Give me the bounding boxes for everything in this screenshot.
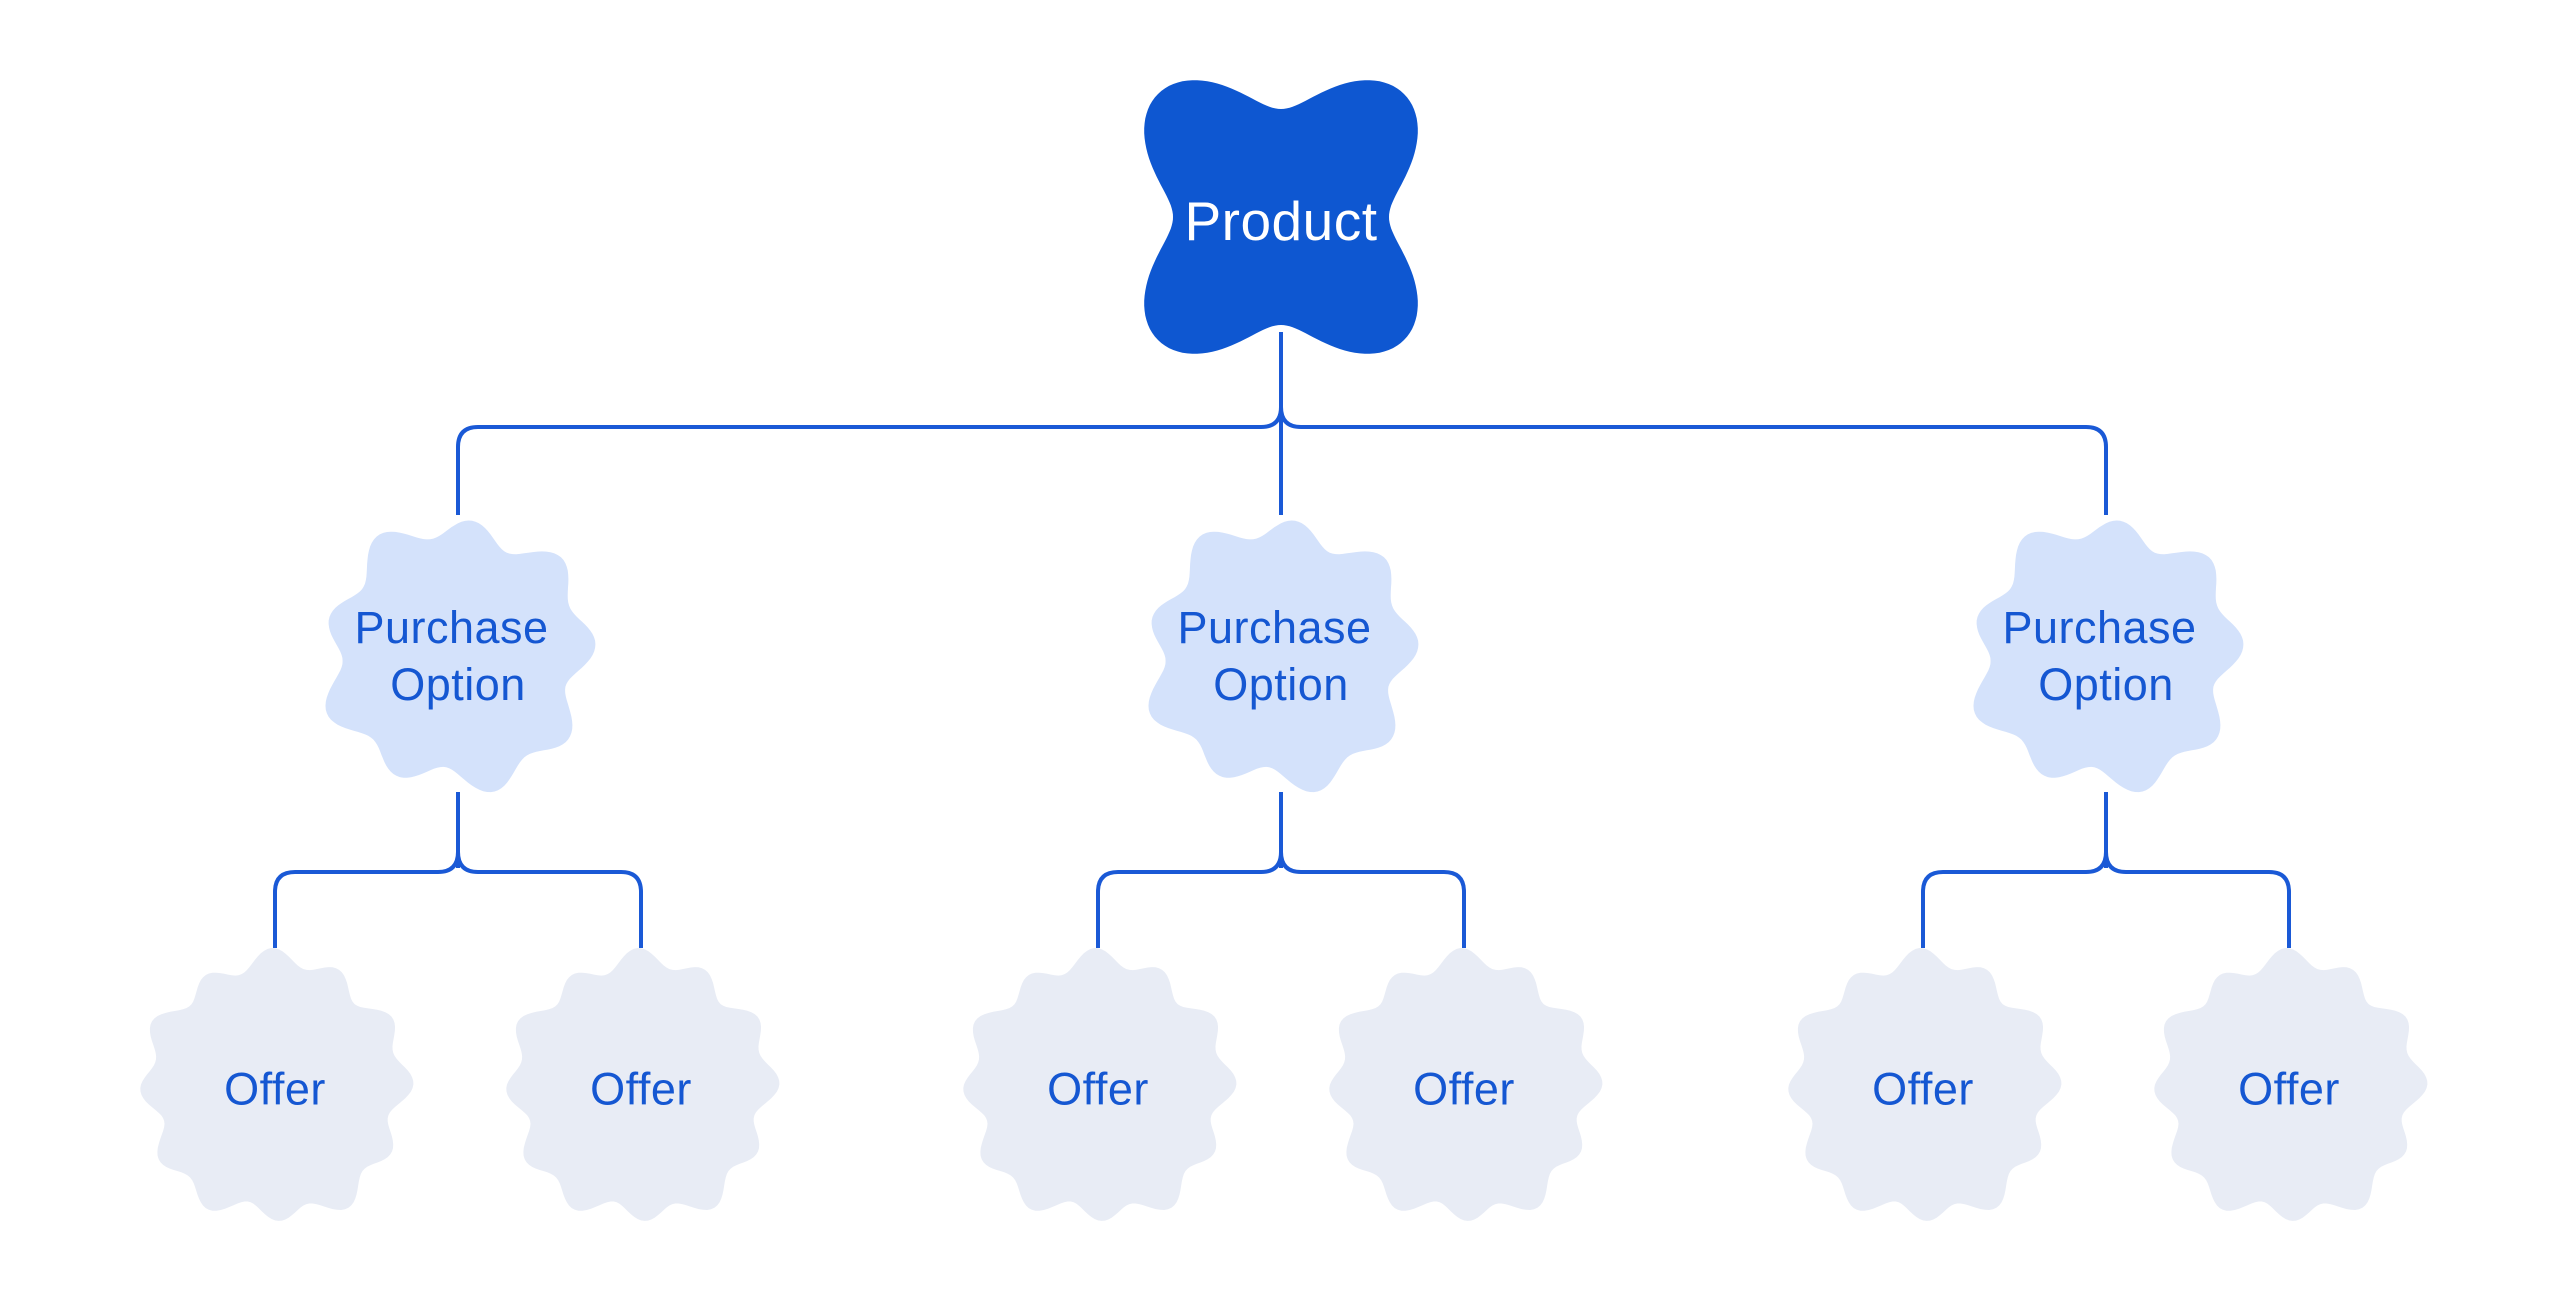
offer-label: Offer: [590, 1064, 692, 1115]
offer-label: Offer: [1047, 1064, 1149, 1115]
purchase-option-label: Purchase Option: [2002, 602, 2209, 710]
purchase-option-blob-shape: [325, 520, 596, 793]
node-purchase-option-3: Purchase Option: [1973, 520, 2244, 793]
connector-purchase2-to-offer3: [1096, 851, 1283, 948]
purchase-option-label: Purchase Option: [354, 602, 561, 710]
connector-purchase3-to-offer6: [2104, 851, 2291, 948]
purchase-option-blob-shape: [1148, 520, 1419, 793]
node-purchase-option-1: Purchase Option: [325, 520, 596, 793]
connector-product-to-purchase-right: [1279, 406, 2108, 515]
offer-label: Offer: [224, 1064, 326, 1115]
connector-purchase1-to-offer1: [273, 851, 460, 948]
node-offer-3: Offer: [963, 948, 1237, 1221]
offer-blob-shape: [506, 948, 780, 1221]
product-label: Product: [1184, 190, 1377, 252]
connector-product-to-purchase-left: [456, 406, 1283, 515]
purchase-option-blob-shape: [1973, 520, 2244, 793]
offer-blob-shape: [1329, 948, 1603, 1221]
offer-blob-shape: [140, 948, 414, 1221]
connector-purchase1-to-offer2: [456, 851, 643, 948]
node-product: Product: [1144, 80, 1418, 354]
node-offer-5: Offer: [1788, 948, 2062, 1221]
node-offer-1: Offer: [140, 948, 414, 1221]
purchase-option-label: Purchase Option: [1177, 602, 1384, 710]
node-offer-2: Offer: [506, 948, 780, 1221]
offer-label: Offer: [1872, 1064, 1974, 1115]
connectors: [273, 332, 2291, 948]
node-purchase-option-2: Purchase Option: [1148, 520, 1419, 793]
offer-blob-shape: [1788, 948, 2062, 1221]
node-offer-6: Offer: [2154, 948, 2428, 1221]
offer-label: Offer: [2238, 1064, 2340, 1115]
connector-purchase3-to-offer5: [1921, 851, 2108, 948]
connector-purchase2-to-offer4: [1279, 851, 1466, 948]
offer-label: Offer: [1413, 1064, 1515, 1115]
offer-blob-shape: [2154, 948, 2428, 1221]
offer-blob-shape: [963, 948, 1237, 1221]
product-blob-shape: [1144, 80, 1418, 354]
node-offer-4: Offer: [1329, 948, 1603, 1221]
